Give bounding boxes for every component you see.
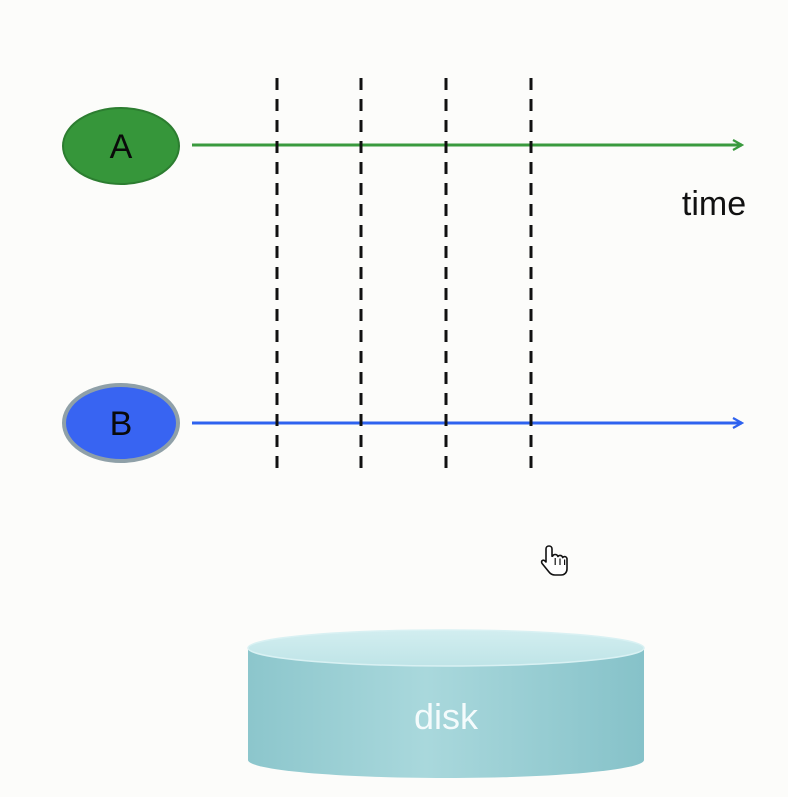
- disk-cylinder: disk: [247, 629, 645, 778]
- time-axis-label: time: [682, 185, 746, 223]
- node-a-label: A: [110, 128, 133, 166]
- node-b: B: [62, 383, 180, 463]
- disk-label: disk: [414, 696, 479, 737]
- node-b-label: B: [110, 405, 133, 443]
- time-markers: [275, 78, 533, 468]
- hand-pointer-icon: [540, 545, 568, 576]
- node-a: A: [62, 107, 180, 185]
